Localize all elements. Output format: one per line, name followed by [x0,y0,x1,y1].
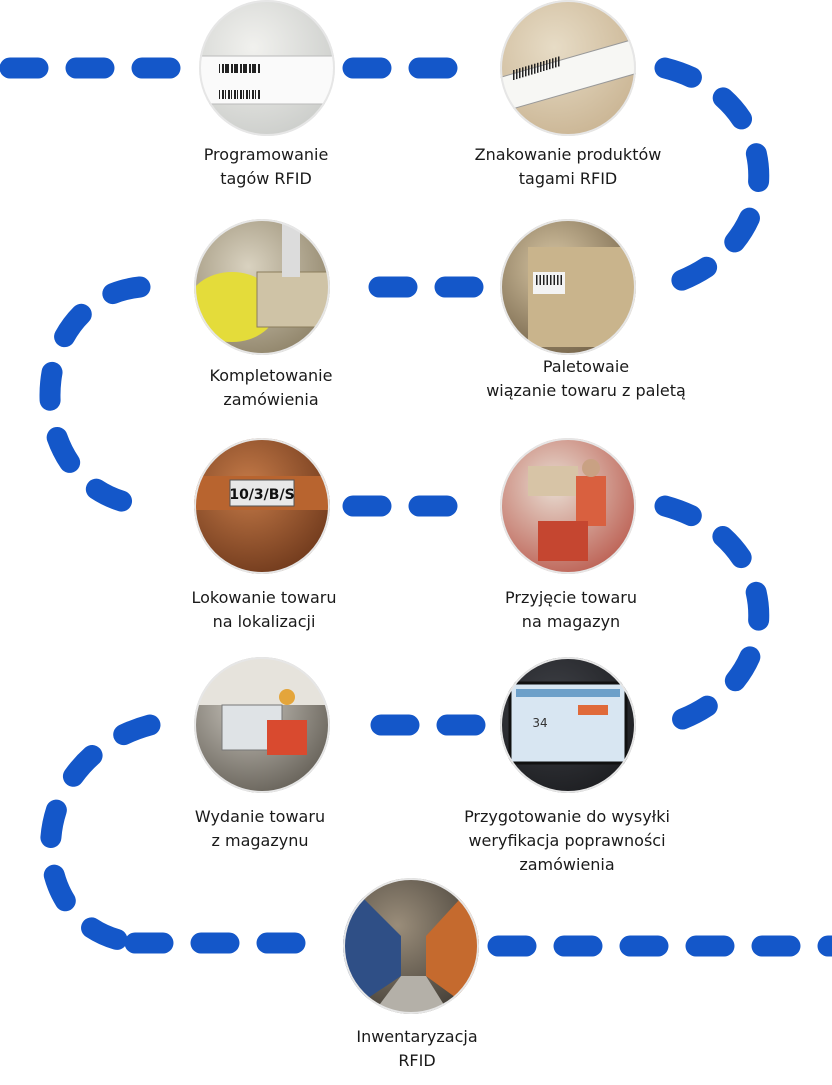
pallet-wrapper-machine-photo [194,219,330,355]
photo-ring [194,438,330,574]
step-label-line: Kompletowanie [209,366,333,385]
step-label-wydanie: Wydanie towaru z magazynu [110,805,410,853]
step-label-line: tagów RFID [220,169,312,188]
shelf-location-tag-photo: 10/3/B/S [194,438,330,574]
step-label-line: zamówienia [519,855,615,874]
photo-ring [194,657,330,793]
warehouse-dock-truck-photo [194,657,330,793]
step-label-line: Paletowaie [542,357,630,376]
pallet-label-box-photo [500,219,636,355]
photo-ring [500,219,636,355]
step-label-line: tagami RFID [518,169,618,188]
step-label-line: na magazyn [521,612,621,631]
step-label-line: z magazynu [211,831,309,850]
dashed-process-path [0,57,832,957]
photo-ring [500,438,636,574]
step-label-line: Przyjęcie towaru [505,588,637,607]
step-label-paletowanie: Paletowaie wiązanie towaru z paletą [436,355,736,403]
photo-ring [343,878,479,1014]
step-label-znakowanie: Znakowanie produktów tagami RFID [418,143,718,191]
step-label-line: Wydanie towaru [194,807,326,826]
step-label-line: Programowanie [203,145,329,164]
step-label-inwentaryzacja: Inwentaryzacja RFID [267,1025,567,1073]
step-label-line: Lokowanie towaru [191,588,337,607]
worker-pallet-truck-photo [500,438,636,574]
step-label-line: Znakowanie produktów [474,145,662,164]
photo-ring [199,0,335,136]
warehouse-aisle-photo [343,878,479,1014]
step-label-przyjecie: Przyjęcie towaru na magazyn [421,586,721,634]
labeled-carton-box-photo [500,0,636,136]
terminal-screen-text: 34 [532,716,547,730]
rfid-label-sheet-photo [199,0,335,136]
step-label-kompletowanie: Kompletowanie zamówienia [121,364,421,412]
step-label-line: Przygotowanie do wysyłki [464,807,670,826]
step-label-line: na lokalizacji [212,612,316,631]
step-label-line: wiązanie towaru z paletą [486,381,686,400]
step-label-line: RFID [398,1051,436,1070]
photo-ring [194,219,330,355]
terminal-screen-photo: 34 [500,657,636,793]
step-label-lokowanie: Lokowanie towaru na lokalizacji [114,586,414,634]
location-tag-text: 10/3/B/S [229,487,294,503]
photo-ring [500,657,636,793]
step-label-line: zamówienia [223,390,319,409]
step-photos: 10/3/B/S 34 [194,0,636,1014]
photo-ring [500,0,636,136]
step-label-line: weryfikacja poprawności [468,831,666,850]
step-label-przygotowanie: Przygotowanie do wysyłki weryfikacja pop… [417,805,717,877]
step-label-line: Inwentaryzacja [356,1027,478,1046]
step-label-programowanie: Programowanie tagów RFID [116,143,416,191]
